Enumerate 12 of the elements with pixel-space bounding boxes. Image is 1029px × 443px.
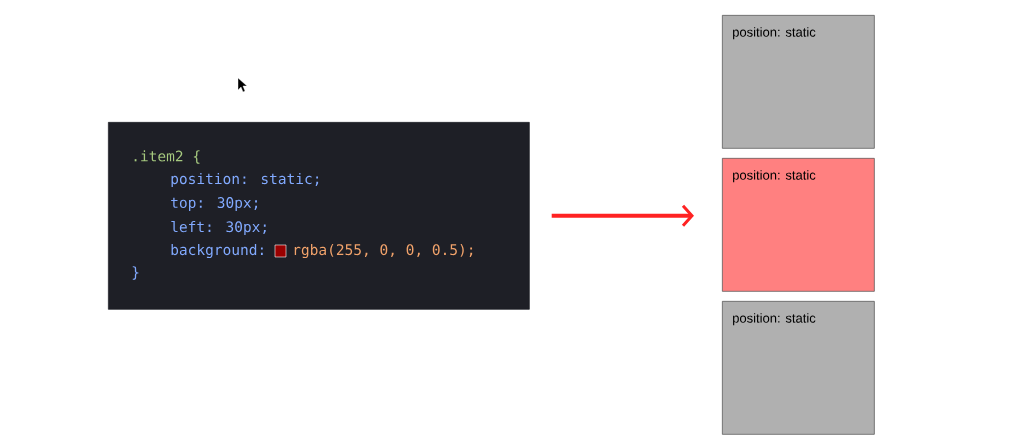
- element-box: position: static: [722, 158, 875, 292]
- element-box: position: static: [722, 15, 875, 149]
- node-label: left: 30px;: [171, 220, 266, 236]
- element-box: position: static: [722, 301, 875, 435]
- arrow: [551, 204, 694, 227]
- node-label: .item2 {: [134, 150, 200, 164]
- node-label: rgba(255, 0, 0, 0.5);: [294, 243, 473, 259]
- node-label: position: static;: [171, 172, 319, 187]
- node-label: }: [132, 266, 139, 280]
- node-label: background:: [171, 243, 263, 259]
- node-label: top: 30px;: [171, 197, 258, 211]
- code-block: .item2 { position: static; top: 30px; left: 30px; background: rgba(255, 0, 0, 0.5); }: [108, 122, 530, 310]
